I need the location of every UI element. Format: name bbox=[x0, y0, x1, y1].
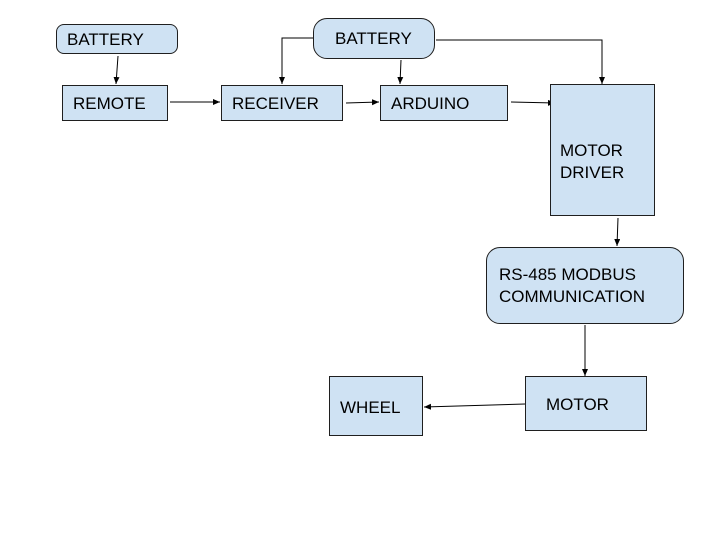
motor-label: MOTOR bbox=[546, 395, 609, 414]
arrow-motor-driver-to-rs485 bbox=[614, 217, 621, 247]
remote-label: REMOTE bbox=[73, 94, 146, 113]
arduino-node: ARDUINO bbox=[380, 85, 508, 121]
arrow-battery-to-remote bbox=[113, 55, 120, 85]
arrow-battery-to-receiver bbox=[279, 37, 313, 84]
battery-left-label: BATTERY bbox=[67, 30, 144, 49]
arrow-motor-to-wheel bbox=[423, 403, 526, 410]
remote-node: REMOTE bbox=[62, 85, 168, 121]
battery-top-label: BATTERY bbox=[335, 29, 412, 48]
wheel-node: WHEEL bbox=[329, 376, 423, 436]
motor-node: MOTOR bbox=[525, 376, 647, 431]
motor-driver-node: MOTOR DRIVER bbox=[550, 84, 655, 216]
rs485-node: RS-485 MODBUS COMMUNICATION bbox=[486, 247, 684, 324]
wheel-label: WHEEL bbox=[340, 398, 401, 417]
arrow-receiver-to-arduino bbox=[345, 99, 380, 106]
arrow-arduino-to-motor-driver bbox=[510, 99, 556, 106]
battery-top-node: BATTERY bbox=[313, 18, 435, 59]
arrow-battery-to-motor-driver bbox=[436, 39, 605, 84]
battery-left-node: BATTERY bbox=[56, 24, 178, 54]
arduino-label: ARDUINO bbox=[391, 94, 470, 113]
motor-driver-label: MOTOR DRIVER bbox=[560, 141, 625, 182]
receiver-node: RECEIVER bbox=[221, 85, 343, 121]
arrow-battery-to-arduino bbox=[397, 59, 404, 85]
rs485-label: RS-485 MODBUS COMMUNICATION bbox=[499, 265, 646, 306]
receiver-label: RECEIVER bbox=[232, 94, 319, 113]
